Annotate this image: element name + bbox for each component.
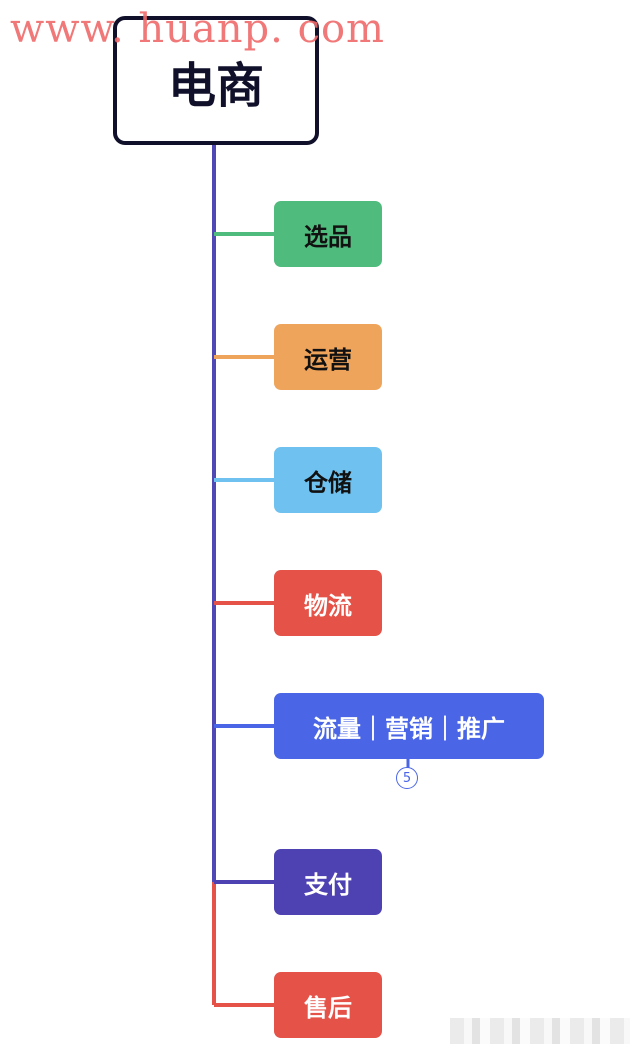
collapsed-children-badge[interactable]: 5 [396, 767, 418, 789]
node-shouhou[interactable]: 售后 [274, 972, 382, 1038]
watermark-text: www. huanp. com [10, 6, 385, 52]
root-node[interactable]: 电商 [113, 16, 319, 145]
node-liuliang-yingxiao-tuiguang[interactable]: 流量｜营销｜推广 [274, 693, 544, 759]
node-yunying[interactable]: 运营 [274, 324, 382, 390]
node-xuanpin[interactable]: 选品 [274, 201, 382, 267]
node-cangchu[interactable]: 仓储 [274, 447, 382, 513]
node-wuliu[interactable]: 物流 [274, 570, 382, 636]
corner-watermark-image [450, 1018, 630, 1044]
node-zhifu[interactable]: 支付 [274, 849, 382, 915]
